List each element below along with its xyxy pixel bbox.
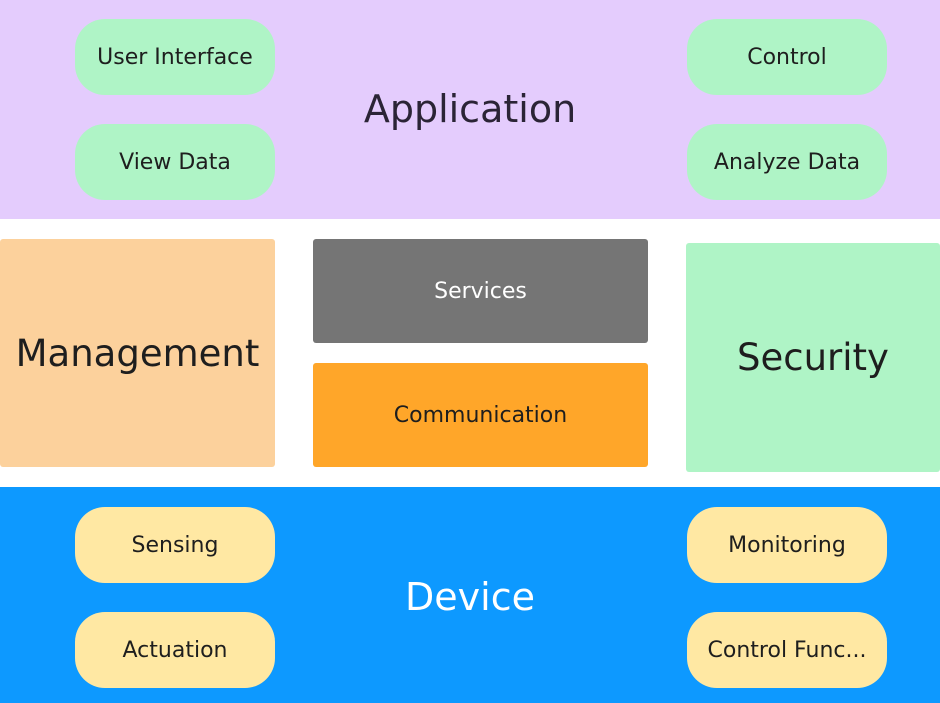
application-layer: Application User Interface View Data Con… [0, 0, 940, 219]
control-node[interactable]: Control [687, 19, 887, 95]
management-block[interactable]: Management [0, 239, 275, 467]
services-label: Services [434, 278, 527, 304]
actuation-node[interactable]: Actuation [75, 612, 275, 688]
security-block[interactable]: Security [686, 243, 940, 472]
user-interface-node[interactable]: User Interface [75, 19, 275, 95]
device-layer: Device Sensing Actuation Monitoring Cont… [0, 487, 940, 703]
analyze-data-node[interactable]: Analyze Data [687, 124, 887, 200]
communication-block[interactable]: Communication [313, 363, 648, 467]
monitoring-node[interactable]: Monitoring [687, 507, 887, 583]
device-layer-title: Device [405, 575, 535, 619]
view-data-node[interactable]: View Data [75, 124, 275, 200]
control-functions-node[interactable]: Control Func... [687, 612, 887, 688]
services-block[interactable]: Services [313, 239, 648, 343]
security-label: Security [737, 336, 889, 379]
sensing-node[interactable]: Sensing [75, 507, 275, 583]
management-label: Management [15, 331, 260, 375]
communication-label: Communication [393, 402, 568, 428]
application-layer-title: Application [363, 87, 577, 131]
